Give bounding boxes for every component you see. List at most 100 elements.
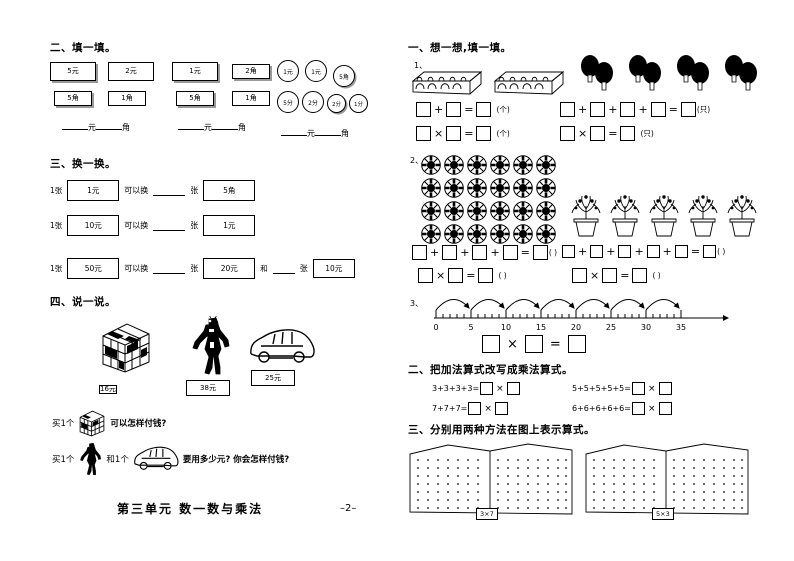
answer-blank-jiao[interactable] xyxy=(315,126,341,136)
answer-box[interactable] xyxy=(562,245,575,258)
toy-car-icon xyxy=(133,446,179,470)
unit-jiao: 角 xyxy=(238,123,246,132)
answer-box[interactable] xyxy=(680,102,696,117)
exchange-from-note: 1元 xyxy=(67,180,120,201)
paddle-multiplication-equation: × = (只) xyxy=(560,126,654,141)
talk-question-1: 买1个 可以怎样付钱? xyxy=(52,408,166,438)
rubiks-cube-icon xyxy=(80,410,105,437)
answer-box[interactable] xyxy=(572,268,587,283)
answer-box[interactable] xyxy=(412,245,427,260)
answer-box[interactable] xyxy=(658,382,672,395)
pingpong-paddle-pair-icon xyxy=(677,55,709,91)
answer-box[interactable] xyxy=(632,268,648,283)
answer-box[interactable] xyxy=(448,268,464,283)
exchange-answer-blank[interactable] xyxy=(153,264,186,274)
answer-box[interactable] xyxy=(674,245,688,258)
unit-label: ( ) xyxy=(652,271,661,280)
dot-grid-panel-2: 5×3 xyxy=(584,442,752,520)
answer-box[interactable] xyxy=(620,102,636,117)
flower-pot-icon xyxy=(727,195,757,237)
unit-label: (只) xyxy=(640,129,654,138)
section-heading-exchange: 三、换一换。 xyxy=(50,158,116,170)
answer-box[interactable] xyxy=(560,126,575,141)
answer-box[interactable] xyxy=(480,382,494,395)
mul-operator: × xyxy=(484,403,492,414)
svg-text:30: 30 xyxy=(641,323,651,332)
exchange-answer-blank[interactable] xyxy=(153,186,186,196)
answer-box[interactable] xyxy=(416,126,431,141)
coin-5fen: 5分 xyxy=(277,91,299,113)
answer-blank-jiao[interactable] xyxy=(96,120,122,130)
answer-blank-yuan[interactable] xyxy=(62,120,88,130)
robot-toy-icon xyxy=(80,442,102,476)
answer-box[interactable] xyxy=(602,268,618,283)
svg-text:20: 20 xyxy=(571,323,581,332)
answer-box[interactable] xyxy=(502,245,518,260)
dot-grid-label: 5×3 xyxy=(652,508,674,520)
answer-box[interactable] xyxy=(476,102,492,117)
answer-box[interactable] xyxy=(631,382,645,395)
dot-grid-icon xyxy=(409,443,573,515)
egg-addition-equation: + = (个) xyxy=(416,102,510,117)
exchange-row-3: 1张 50元 可以换 张 20元 和 张 10元 xyxy=(50,258,355,279)
unit-yuan: 元 xyxy=(204,123,212,132)
answer-box[interactable] xyxy=(472,245,488,260)
flower-pots-group xyxy=(567,192,761,238)
answer-blank-yuan[interactable] xyxy=(178,120,204,130)
answer-box[interactable] xyxy=(590,245,604,258)
question-number-2: 2、 xyxy=(410,156,424,165)
answer-box[interactable] xyxy=(482,335,500,353)
pot-addition-equation: + + + + = ( ) xyxy=(562,245,725,258)
money-group-1: 5元 2元 5角 1角 元角 xyxy=(50,62,160,134)
pingpong-paddle-pair-icon xyxy=(581,55,613,91)
paddle-addition-equation: + + + = (只) xyxy=(560,102,710,117)
exchange-prefix: 1张 xyxy=(50,186,63,195)
question-number-1: 1、 xyxy=(414,61,428,70)
answer-blank-jiao[interactable] xyxy=(212,120,238,130)
answer-box[interactable] xyxy=(658,402,672,415)
unit-yuan: 元 xyxy=(307,129,315,138)
answer-box[interactable] xyxy=(416,102,431,117)
answer-box[interactable] xyxy=(590,126,606,141)
egg-tray-icon xyxy=(493,71,565,95)
dot-grid-icon xyxy=(585,443,749,515)
answer-box[interactable] xyxy=(646,245,660,258)
answer-box[interactable] xyxy=(631,402,645,415)
answer-box[interactable] xyxy=(524,335,543,353)
note-5yuan: 5元 xyxy=(50,62,96,81)
answer-box[interactable] xyxy=(478,268,494,283)
price-tag-car: 25元 xyxy=(251,370,295,386)
answer-box[interactable] xyxy=(590,102,606,117)
answer-box[interactable] xyxy=(560,102,575,117)
mul-operator: × xyxy=(496,383,504,394)
dot-grid-label: 3×7 xyxy=(476,508,498,520)
answer-box[interactable] xyxy=(446,102,462,117)
answer-box[interactable] xyxy=(618,245,632,258)
exchange-answer-blank-2[interactable] xyxy=(272,264,295,274)
unit-label: (只) xyxy=(696,105,711,114)
dot-grid-panel-1: 3×7 xyxy=(408,442,576,520)
answer-box[interactable] xyxy=(446,126,462,141)
pingpong-paddle-pair-icon xyxy=(725,55,757,91)
question-prefix: 买1个 xyxy=(52,419,75,429)
answer-box[interactable] xyxy=(620,126,636,141)
answer-box[interactable] xyxy=(532,245,548,260)
answer-box[interactable] xyxy=(476,126,492,141)
exchange-answer-blank[interactable] xyxy=(153,221,186,231)
exchange-to-note: 5角 xyxy=(203,180,256,201)
mul-operator: × xyxy=(647,383,656,394)
answer-box[interactable] xyxy=(494,402,508,415)
addition-expression: 3+3+3+3= xyxy=(432,384,480,393)
answer-box[interactable] xyxy=(506,382,520,395)
exchange-prefix: 1张 xyxy=(50,264,63,273)
exchange-counter: 张 xyxy=(190,221,199,230)
answer-blank-yuan[interactable] xyxy=(281,126,307,136)
answer-box[interactable] xyxy=(567,335,586,353)
answer-box[interactable] xyxy=(650,102,666,117)
answer-box[interactable] xyxy=(418,268,433,283)
answer-box[interactable] xyxy=(703,245,717,258)
answer-box[interactable] xyxy=(468,402,482,415)
exchange-extra-note: 10元 xyxy=(312,259,355,278)
answer-box[interactable] xyxy=(442,245,458,260)
